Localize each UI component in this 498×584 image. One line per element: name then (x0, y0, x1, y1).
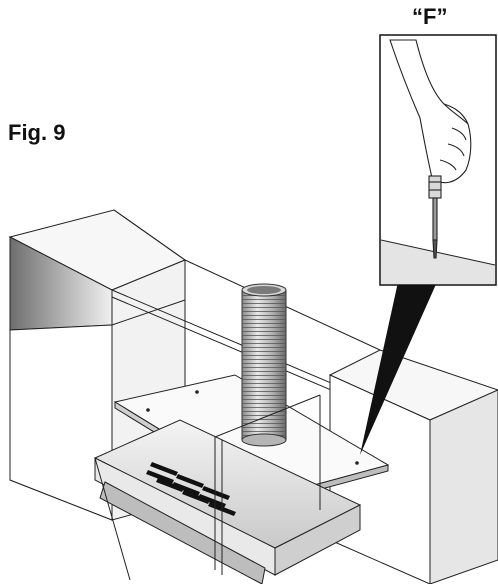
figure-label: Fig. 9 (8, 120, 66, 145)
range-hood (93, 419, 362, 584)
callout-pointer (360, 282, 437, 455)
hand-with-screwdriver-icon (389, 39, 472, 259)
callout-label: “F” (412, 4, 448, 29)
flexible-duct (241, 283, 287, 447)
wall-frame (214, 394, 321, 575)
